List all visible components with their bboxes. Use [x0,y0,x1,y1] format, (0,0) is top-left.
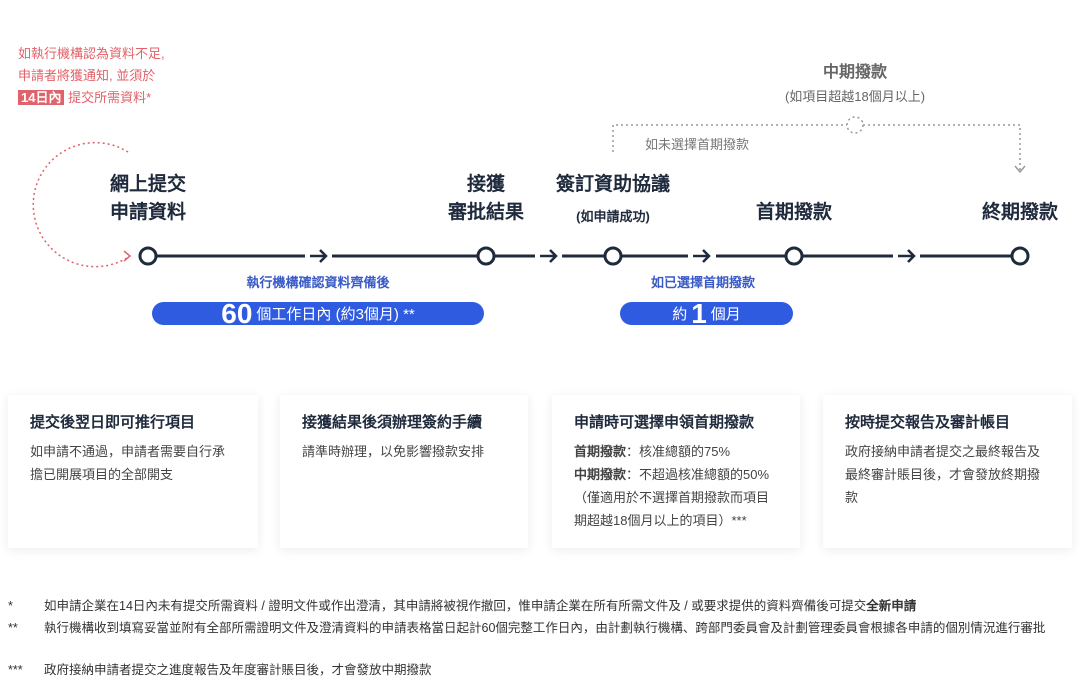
footnote-text: 政府接納申請者提交之進度報告及年度審計賬目後，才會發放中期撥款 [44,663,432,677]
info-card: 接獲結果後須辦理簽約手續請準時辦理，以免影響撥款安排 [280,395,528,548]
period-caption: 如已選擇首期撥款 [650,275,756,290]
footnote-mark: * [8,599,13,613]
step-sign-condition: (如申請成功) [576,209,650,224]
step-sign-agreement: 簽訂資助協議 [555,174,671,195]
term-desc: ：不超過核准總額的50% [626,467,770,482]
period-text: 個工作日內 (約3個月) ** [256,306,415,323]
step-receive-result: 接獲審批結果 [448,171,524,227]
footnote-mark: *** [8,663,23,677]
footnote-text: 執行機構收到填寫妥當並附有全部所需證明文件及澄清資料的申請表格當日起計60個完整… [44,621,1046,635]
info-card: 提交後翌日即可推行項目如申請不通過，申請者需要自行承擔已開展項目的全部開支 [8,395,258,548]
footnote-emphasis: 全新申請 [866,599,917,613]
footnote-text: 如申請企業在14日內未有提交所需資料 / 證明文件或作出澄清，其申請將被視作撤回… [44,599,867,613]
card-body: 首期撥款：核准總額的75% 中期撥款：不超過核准總額的50% （僅適用於不選擇首期撥… [574,440,778,532]
term: 中期撥款 [574,467,627,482]
card-body: 如申請不通過，申請者需要自行承擔已開展項目的全部開支 [30,444,226,482]
note-line: 提交所需資料* [68,90,152,105]
deadline-tag: 14日內 [18,90,65,105]
timeline-nodes [138,246,1030,266]
term-note: （僅適用於不選擇首期撥款而項目期超越18個月以上的項目）*** [574,490,770,528]
info-card: 按時提交報告及審計帳目政府接納申請者提交之最終報告及最終審計賬目後，才會發放終期… [823,395,1072,548]
period-number: 1 [691,298,707,329]
insufficient-info-note: 如執行機構認為資料不足, 申請者將獲通知, 並須於 14日內 提交所需資料* [18,43,165,109]
card-title: 接獲結果後須辦理簽約手續 [302,414,483,431]
branch-label: 如未選擇首期撥款 [645,137,750,152]
step-first-payment: 首期撥款 [755,202,833,223]
note-line: 如執行機構認為資料不足, [18,46,165,61]
term: 首期撥款 [574,444,627,459]
step-final-payment: 終期撥款 [981,202,1059,223]
info-card: 申請時可選擇申領首期撥款 首期撥款：核准總額的75% 中期撥款：不超過核准總額的5… [552,395,800,548]
card-body: 政府接納申請者提交之最終報告及最終審計賬目後，才會發放終期撥款 [845,444,1041,505]
period-caption: 執行機構確認資料齊備後 [246,275,390,290]
card-title: 申請時可選擇申領首期撥款 [574,414,755,431]
step-label: 申請資料 [109,202,187,223]
footnote: ** 執行機構收到填寫妥當並附有全部所需證明文件及澄清資料的申請表格當日起計60個… [8,618,1068,639]
footnote: * 如申請企業在14日內未有提交所需資料 / 證明文件或作出澄清，其申請將被視作撤… [8,596,1068,617]
period-text: 個月 [710,306,741,323]
step-label: 接獲 [466,174,506,195]
step-label: 審批結果 [447,202,525,223]
interim-branch-path [612,116,1021,170]
interim-payment: 中期撥款 (如項目超越18個月以上) [785,58,925,105]
period-text: 約 [672,306,688,323]
resubmit-loop-arrow [32,141,131,268]
footnote-mark: ** [8,621,18,635]
interim-title: 中期撥款 [822,64,887,81]
period-number: 60 [221,298,253,329]
step-label: 網上提交 [109,174,187,195]
timeline-lines [32,116,1030,268]
note-line: 申請者將獲通知, 並須於 [18,68,156,83]
card-title: 提交後翌日即可推行項目 [30,414,196,431]
step-online-submit: 網上提交申請資料 [110,171,186,227]
term-desc: ：核准總額的75% [626,444,731,459]
card-title: 按時提交報告及審計帳目 [845,414,1011,431]
interim-condition: (如項目超越18個月以上) [784,89,926,104]
card-body: 請準時辦理，以免影響撥款安排 [302,444,485,459]
footnote: *** 政府接納申請者提交之進度報告及年度審計賬目後，才會發放中期撥款 [8,660,1068,681]
